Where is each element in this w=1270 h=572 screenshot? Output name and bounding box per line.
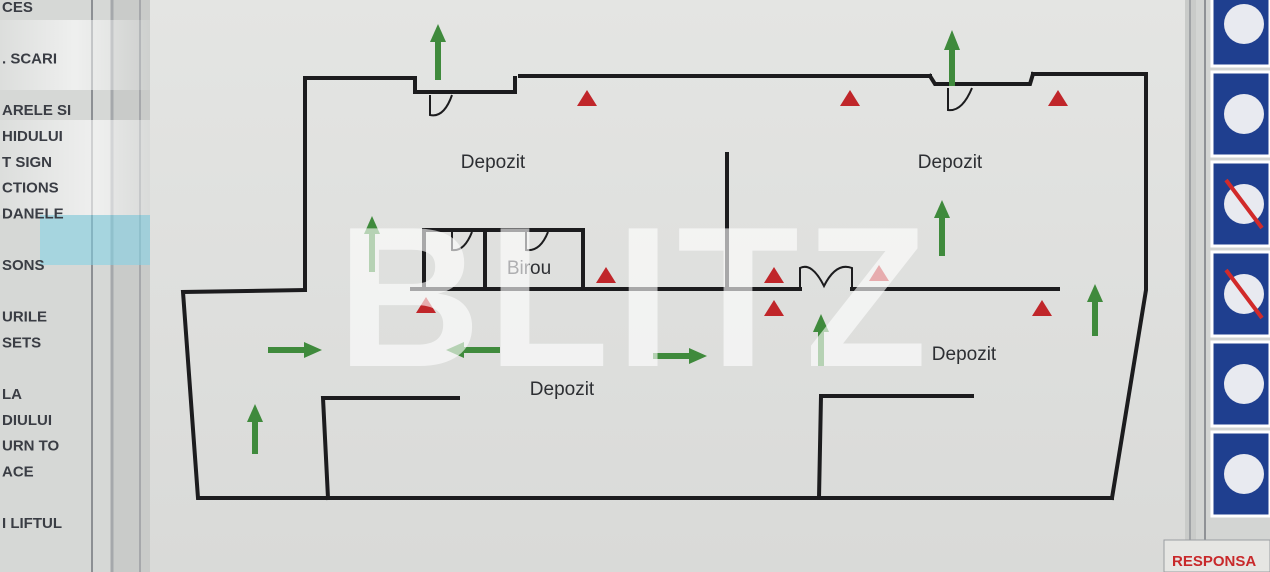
room-label-birou: Birou (507, 258, 551, 279)
evacuation-arrows (247, 24, 1103, 454)
fire-marker (1032, 300, 1052, 316)
fire-marker (764, 300, 784, 316)
fire-extinguisher-pictogram-icon (1210, 0, 1270, 68)
fire-marker (577, 90, 597, 106)
fire-marker (869, 265, 889, 281)
room-label-depozit-top-right: Depozit (918, 152, 983, 173)
exit-arrow-left (446, 342, 500, 358)
right-pictogram-panel: RESPONSA (1163, 0, 1270, 572)
left-panel-line: SONS (2, 257, 45, 274)
exit-arrow-right (268, 342, 322, 358)
plan-sheet (150, 0, 1185, 572)
left-panel-line: SETS (2, 334, 41, 351)
floor-plan-walls (180, 71, 1148, 501)
fire-marker (596, 267, 616, 283)
left-panel-line: URILE (2, 309, 47, 326)
room-label-depozit-bottom-right: Depozit (932, 344, 997, 365)
left-panel-line: . SCARI (2, 51, 57, 68)
left-panel-line: HIDULUI (2, 128, 63, 145)
watermark: BLITZ (337, 186, 934, 409)
exit-arrow-right (653, 348, 707, 364)
left-panel-line: DIULUI (2, 412, 52, 429)
left-panel-line: T SIGN (2, 154, 52, 171)
left-panel-line: URN TO (2, 438, 60, 455)
left-panel-line: CES (2, 0, 33, 16)
responsibility-label: RESPONSA (1172, 553, 1256, 570)
exit-arrow-up (934, 200, 950, 256)
exit-arrow-up (813, 314, 829, 366)
left-panel-line: CTIONS (2, 180, 59, 197)
room-label-depozit-top-left: Depozit (461, 152, 526, 173)
door-swings (429, 87, 973, 289)
exit-arrow-up (247, 404, 263, 454)
fire-marker (1048, 90, 1068, 106)
responsibility-box (1163, 539, 1270, 572)
exit-arrow-up (1087, 284, 1103, 336)
exit-arrow-up (944, 30, 960, 86)
left-panel-line: ACE (2, 463, 34, 480)
no-elevator-pictogram-icon (1210, 160, 1270, 248)
exit-arrow-up (430, 24, 446, 80)
fire-hydrant-pictogram-icon (1210, 340, 1270, 428)
exit-arrow-up (364, 216, 380, 272)
left-panel-line: I LIFTUL (2, 515, 62, 532)
room-label-depozit-bottom: Depozit (530, 379, 595, 400)
fire-marker (764, 267, 784, 283)
left-panel-line: DANELE (2, 205, 64, 222)
fire-marker (840, 90, 860, 106)
fire-hose-pictogram-icon (1210, 70, 1270, 158)
emergency-exit-stairs-pictogram-icon (1210, 430, 1270, 518)
glare-reflection (0, 20, 150, 90)
fire-equipment-markers (416, 90, 1068, 316)
fire-marker (416, 297, 436, 313)
left-panel-line: LA (2, 386, 22, 403)
left-panel-line: ARELE SI (2, 102, 71, 119)
left-instructions-panel: CES . SCARI ARELE SI HIDULUI T SIGN CTIONS DAN… (0, 0, 190, 572)
no-smoking-pictogram-icon (1210, 250, 1270, 338)
